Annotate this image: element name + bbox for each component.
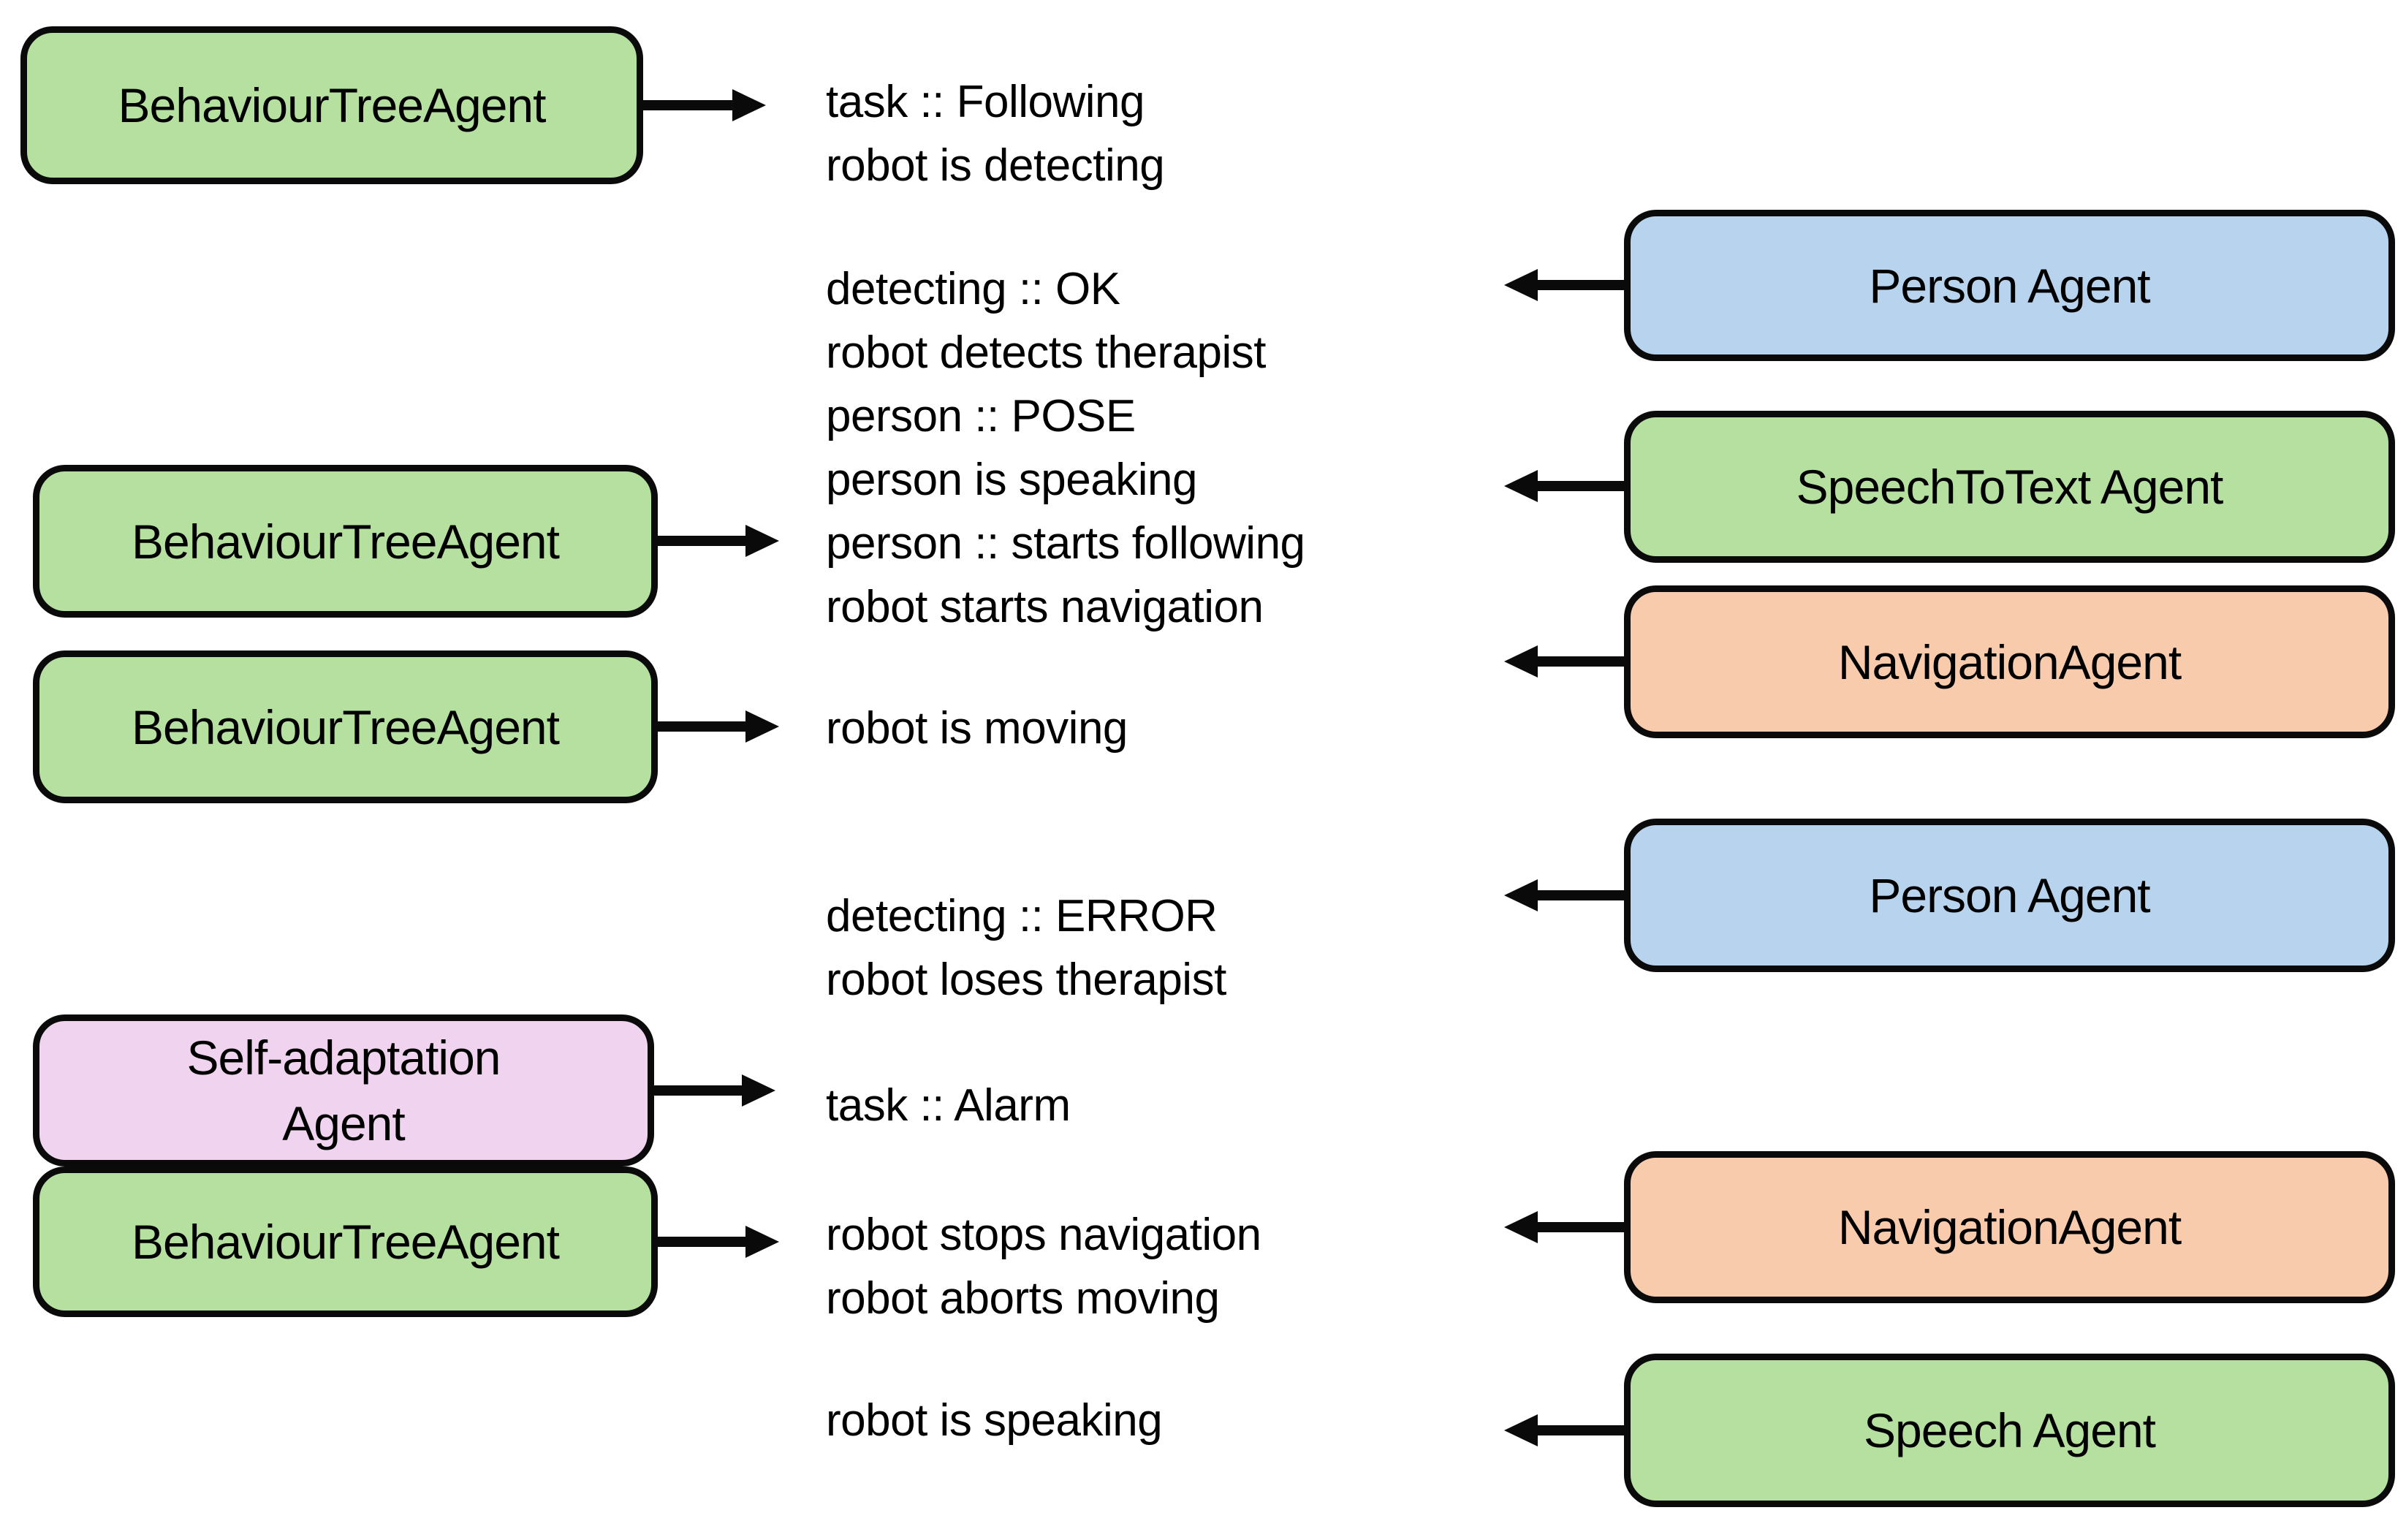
agent-label: Person Agent [1869, 868, 2150, 922]
agent-box-speech: Speech Agent [1624, 1354, 2395, 1507]
agent-label: BehaviourTreeAgent [132, 514, 560, 569]
arrow-shaft [655, 536, 748, 546]
agent-box-person-1: Person Agent [1624, 210, 2395, 361]
message-line: task :: Following [826, 77, 1145, 127]
agent-label: Speech Agent [1863, 1403, 2156, 1457]
arrow-shaft [1535, 1425, 1628, 1435]
arrow-head [745, 525, 779, 557]
agent-box-speechtotext: SpeechToText Agent [1624, 411, 2395, 563]
agent-label: NavigationAgent [1837, 1200, 2182, 1254]
arrow-head [732, 89, 766, 121]
right-arrow-icon [655, 525, 779, 557]
agent-box-person-2: Person Agent [1624, 819, 2395, 972]
message-line: robot is speaking [826, 1395, 1163, 1446]
message-line: robot is moving [826, 703, 1128, 754]
message-block-1: task :: Following robot is detecting [826, 70, 1165, 197]
arrow-shaft [655, 721, 748, 732]
arrow-head [745, 710, 779, 743]
agent-label: BehaviourTreeAgent [132, 1215, 560, 1269]
arrow-shaft [1535, 280, 1628, 290]
agent-label: SpeechToText Agent [1796, 460, 2224, 514]
agent-box-self-adaptation: Self-adaptation Agent [33, 1014, 654, 1167]
message-block-7: robot is speaking [826, 1389, 1163, 1452]
arrow-head [1504, 470, 1538, 502]
message-line: person :: starts following [826, 518, 1305, 569]
message-line: detecting :: OK [826, 264, 1120, 314]
arrow-head [1504, 269, 1538, 301]
agent-box-behaviourtreeagent-4: BehaviourTreeAgent [33, 1167, 658, 1317]
arrow-head [1504, 1211, 1538, 1243]
message-block-4: detecting :: ERROR robot loses therapist [826, 884, 1226, 1012]
arrow-shaft [1535, 481, 1628, 491]
message-block-5: task :: Alarm [826, 1074, 1071, 1137]
right-arrow-icon [655, 1226, 779, 1258]
message-block-2: detecting :: OK robot detects therapist … [826, 257, 1305, 639]
left-arrow-icon [1504, 470, 1628, 502]
agent-box-behaviourtreeagent-3: BehaviourTreeAgent [33, 650, 658, 803]
right-arrow-icon [642, 89, 766, 121]
agent-box-navigation-1: NavigationAgent [1624, 585, 2395, 738]
message-line: robot stops navigation [826, 1210, 1261, 1260]
right-arrow-icon [651, 1074, 775, 1107]
agent-label-line2: Agent [282, 1096, 405, 1150]
arrow-head [742, 1074, 775, 1107]
left-arrow-icon [1504, 879, 1628, 911]
agent-box-behaviourtreeagent-1: BehaviourTreeAgent [20, 26, 643, 184]
message-block-3: robot is moving [826, 697, 1128, 760]
arrow-shaft [1535, 1222, 1628, 1232]
agent-label: BehaviourTreeAgent [118, 78, 547, 132]
arrow-shaft [1535, 890, 1628, 900]
arrow-head [1504, 1414, 1538, 1446]
message-line: robot starts navigation [826, 582, 1264, 632]
left-arrow-icon [1504, 1211, 1628, 1243]
arrow-head [1504, 879, 1538, 911]
arrow-shaft [655, 1237, 748, 1247]
agent-label: BehaviourTreeAgent [132, 699, 560, 754]
left-arrow-icon [1504, 645, 1628, 678]
agent-label-line1: Self-adaptation [186, 1031, 501, 1085]
left-arrow-icon [1504, 1414, 1628, 1446]
message-line: person :: POSE [826, 391, 1136, 441]
message-line: person is speaking [826, 455, 1197, 505]
message-line: robot loses therapist [826, 955, 1226, 1005]
message-line: robot is detecting [826, 140, 1165, 191]
right-arrow-icon [655, 710, 779, 743]
agent-label: NavigationAgent [1837, 634, 2182, 689]
agent-box-navigation-2: NavigationAgent [1624, 1151, 2395, 1303]
arrow-shaft [642, 100, 735, 110]
arrow-shaft [1535, 656, 1628, 667]
message-line: detecting :: ERROR [826, 891, 1218, 941]
agent-box-behaviourtreeagent-2: BehaviourTreeAgent [33, 465, 658, 618]
arrow-head [1504, 645, 1538, 678]
left-arrow-icon [1504, 269, 1628, 301]
message-line: task :: Alarm [826, 1080, 1071, 1131]
message-line: robot detects therapist [826, 327, 1266, 378]
message-line: robot aborts moving [826, 1273, 1220, 1324]
arrow-shaft [651, 1085, 745, 1096]
agent-label: Person Agent [1869, 258, 2150, 313]
arrow-head [745, 1226, 779, 1258]
message-block-6: robot stops navigation robot aborts movi… [826, 1203, 1261, 1330]
